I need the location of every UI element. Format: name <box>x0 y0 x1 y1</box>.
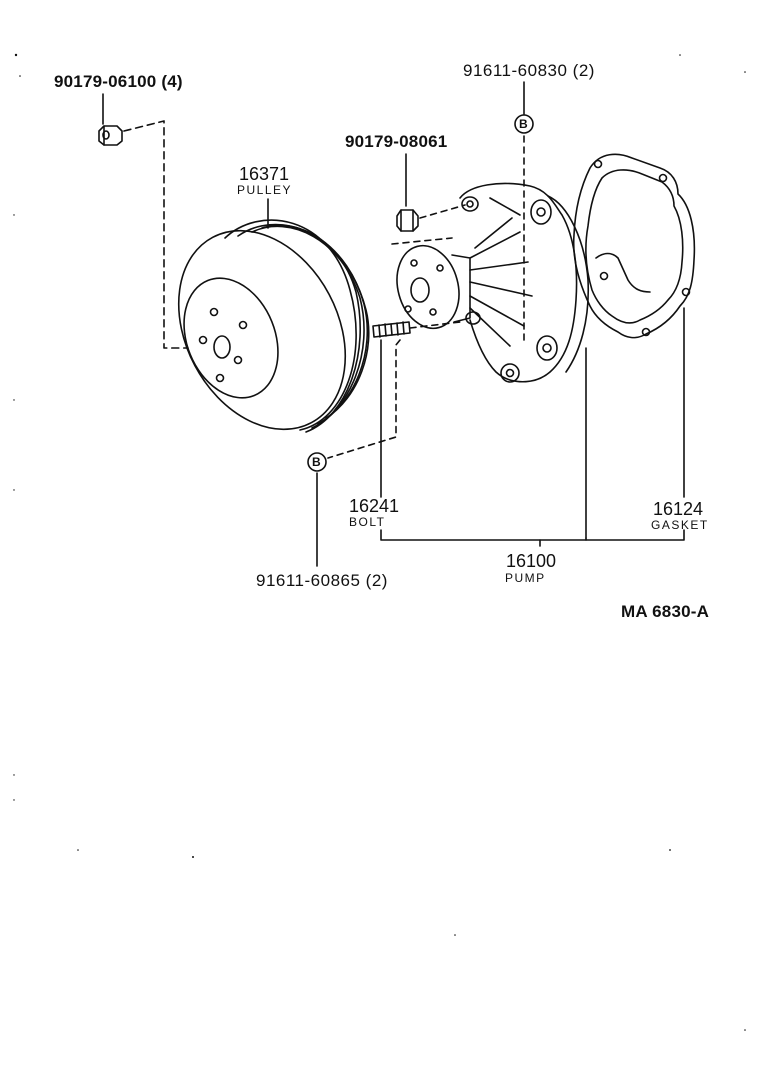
water-pump-icon <box>396 182 590 383</box>
nut-center-icon <box>396 209 419 232</box>
label-part-16241: 16241 <box>349 496 400 516</box>
scan-specks <box>13 53 746 1031</box>
ref-letter-b-bottom: B <box>312 455 321 469</box>
stud-bolt-icon <box>372 321 411 338</box>
label-name-pulley: PULLEY <box>237 183 293 197</box>
label-part-16371: 16371 <box>239 164 290 184</box>
label-part-90179-06100: 90179-06100 (4) <box>54 72 183 91</box>
label-part-91611-60830: 91611-60830 (2) <box>463 61 595 80</box>
dashed-path-b-bottom <box>327 339 401 459</box>
label-name-bolt: BOLT <box>349 515 386 529</box>
ref-circle-b-top <box>514 114 534 134</box>
dashed-path-nut <box>123 120 189 349</box>
label-part-16100: 16100 <box>506 551 557 571</box>
label-part-16124: 16124 <box>653 499 704 519</box>
ref-circle-b-bottom <box>307 452 327 472</box>
nut-small-icon <box>98 125 123 146</box>
gasket-icon <box>572 153 696 339</box>
label-name-gasket: GASKET <box>651 518 709 532</box>
pulley-icon <box>177 219 370 433</box>
assembly-bracket <box>380 529 685 541</box>
ref-letter-b-top: B <box>519 117 528 131</box>
diagram-id: MA 6830-A <box>621 602 710 621</box>
label-part-91611-60865: 91611-60865 (2) <box>256 571 388 590</box>
label-name-pump: PUMP <box>505 571 546 585</box>
label-part-90179-08061: 90179-08061 <box>345 132 448 151</box>
